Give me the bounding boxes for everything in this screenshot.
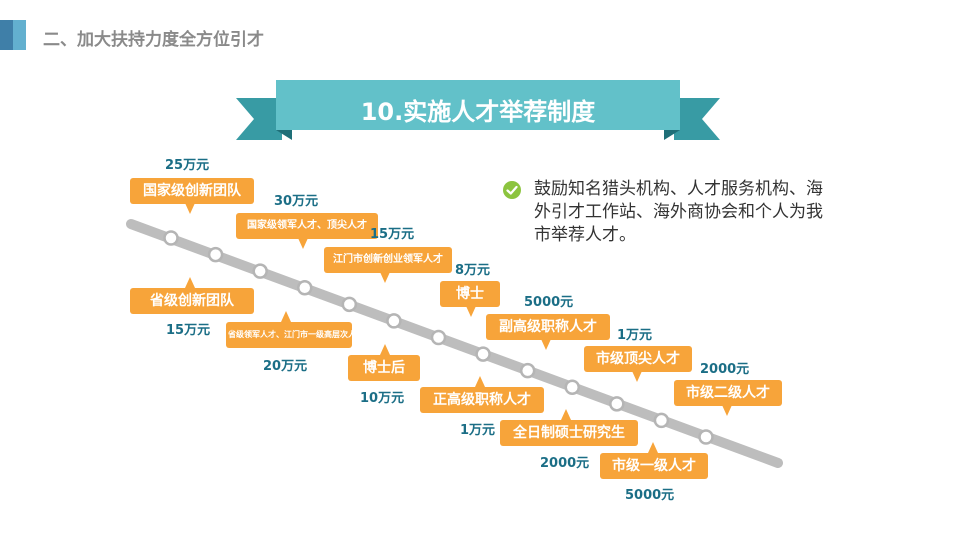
timeline-amount: 1万元 <box>460 423 496 438</box>
timeline-node <box>564 379 580 395</box>
timeline-node <box>519 362 536 379</box>
timeline-amount: 5000元 <box>524 295 574 310</box>
timeline-amount: 25万元 <box>165 158 210 173</box>
check-circle-icon <box>503 181 521 199</box>
timeline-amount: 15万元 <box>166 323 211 338</box>
timeline-node <box>163 230 179 246</box>
timeline-label: 市级二级人才 <box>674 380 782 416</box>
timeline-amount: 8万元 <box>455 263 491 278</box>
timeline-amount: 30万元 <box>274 194 319 209</box>
timeline-line <box>126 219 783 468</box>
timeline-label: 博士 <box>440 281 500 317</box>
header-accent-bar <box>0 20 26 50</box>
timeline-node <box>386 313 402 329</box>
timeline-label: 博士后 <box>348 344 420 381</box>
timeline-label: 省级创新团队 <box>130 277 254 314</box>
timeline-label: 市级顶尖人才 <box>584 346 692 382</box>
timeline-amount: 1万元 <box>617 328 653 343</box>
page-title: 二、加大扶持力度全方位引才 <box>43 30 264 50</box>
timeline-node <box>430 329 447 346</box>
timeline-node <box>252 263 268 279</box>
timeline-amount: 2000元 <box>700 362 750 377</box>
timeline-label: 江门市创新创业领军人才 <box>324 247 452 283</box>
timeline-label: 正高级职称人才 <box>420 376 544 413</box>
timeline-node <box>297 280 313 296</box>
timeline-node <box>653 412 670 429</box>
timeline-label: 市级一级人才 <box>600 442 708 479</box>
timeline-label: 副高级职称人才 <box>486 314 610 350</box>
timeline-node <box>475 346 491 362</box>
timeline-label: 国家级领军人才、顶尖人才 <box>236 213 378 249</box>
timeline-label: 省级领军人才、江门市一级高层次人才 <box>226 311 364 348</box>
timeline-amount: 2000元 <box>540 456 590 471</box>
timeline-amount: 10万元 <box>360 391 405 406</box>
timeline-node <box>609 396 625 412</box>
timeline-label: 国家级创新团队 <box>130 178 254 214</box>
section-banner: 10.实施人才举荐制度 <box>236 80 720 142</box>
timeline-amount: 20万元 <box>263 359 308 374</box>
timeline-node <box>698 429 714 445</box>
bullet-text: 鼓励知名猎头机构、人才服务机构、海外引才工作站、海外商协会和个人为我市举荐人才。 <box>534 179 823 245</box>
timeline-node <box>207 246 224 263</box>
banner-title: 10.实施人才举荐制度 <box>360 98 596 126</box>
timeline-node <box>341 296 358 313</box>
timeline-amount: 15万元 <box>370 227 415 242</box>
timeline-amount: 5000元 <box>625 488 675 503</box>
timeline-label: 全日制硕士研究生 <box>500 409 638 446</box>
